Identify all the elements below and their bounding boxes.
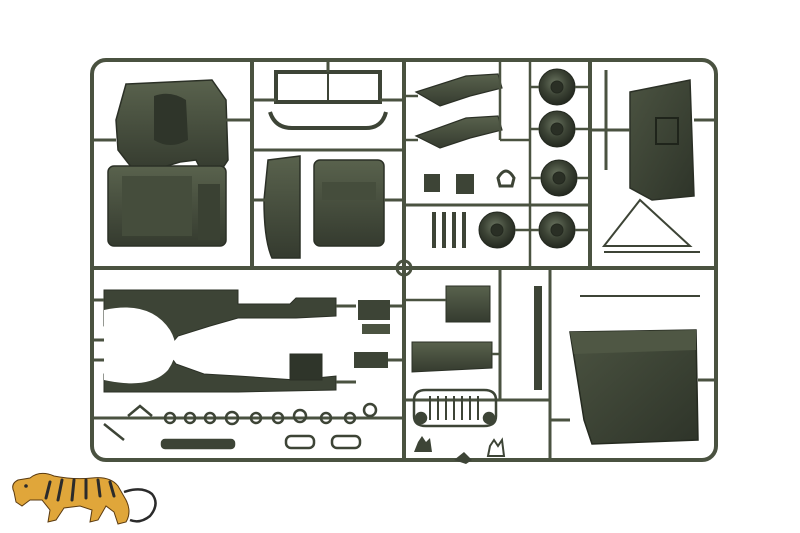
accessory-parts-row xyxy=(103,402,378,450)
small-parts-cluster xyxy=(424,169,516,248)
body-tub-part xyxy=(92,79,252,247)
rear-panel-part xyxy=(590,70,716,201)
bracket-parts xyxy=(354,300,404,368)
fender-parts xyxy=(404,60,530,149)
chassis-gates xyxy=(92,298,356,384)
dashboard-parts xyxy=(404,285,542,390)
chassis-frame-part xyxy=(103,289,337,393)
grille-part xyxy=(412,388,498,428)
small-detail-parts xyxy=(414,436,506,464)
tiger-logo-icon xyxy=(12,472,157,525)
hood-part xyxy=(550,295,716,445)
seat-parts xyxy=(252,155,404,259)
wheel-parts xyxy=(478,68,578,249)
triangle-frame-part xyxy=(601,198,700,253)
wheel-gates xyxy=(515,60,590,268)
sprue-hub xyxy=(395,259,413,277)
windscreen-frame-part xyxy=(268,70,388,130)
connector-gates xyxy=(252,60,404,102)
